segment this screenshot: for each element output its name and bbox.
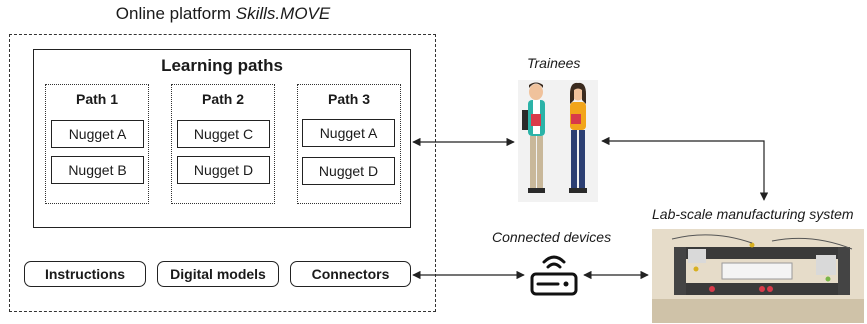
instructions-module[interactable]: Instructions	[24, 261, 146, 287]
lab-system-label: Lab-scale manufacturing system	[652, 206, 854, 222]
path-1-title: Path 1	[75, 91, 118, 107]
path-2-box	[171, 84, 275, 204]
platform-title-prefix: Online platform	[115, 4, 236, 23]
learning-paths-box	[33, 49, 411, 228]
path-3-nugget-a[interactable]: Nugget A	[302, 119, 395, 147]
path-2-title: Path 2	[201, 91, 244, 107]
connected-devices-label: Connected devices	[492, 229, 612, 245]
path-1-nugget-a[interactable]: Nugget A	[51, 120, 144, 148]
path-1-nugget-b[interactable]: Nugget B	[51, 156, 144, 184]
path-3-title: Path 3	[327, 91, 370, 107]
lab-system-photo	[652, 229, 864, 323]
female-trainee-icon	[569, 82, 587, 193]
connectors-module[interactable]: Connectors	[290, 261, 411, 287]
path-2-nugget-d[interactable]: Nugget D	[177, 156, 270, 184]
lab-system-image	[652, 229, 864, 323]
path-2-nugget-c[interactable]: Nugget C	[177, 120, 270, 148]
path-3-box	[297, 84, 401, 204]
trainees-illustration	[518, 80, 598, 202]
trainees-label: Trainees	[527, 55, 581, 71]
trainees-figures	[522, 82, 587, 193]
path-3-nugget-d[interactable]: Nugget D	[302, 157, 395, 185]
router-icon	[530, 255, 578, 296]
platform-name: Skills.MOVE	[235, 4, 331, 23]
male-trainee-icon	[522, 82, 545, 193]
digital-models-module[interactable]: Digital models	[157, 261, 279, 287]
path-1-box	[45, 84, 149, 204]
platform-title: Online platform Skills.MOVE	[0, 4, 446, 24]
learning-paths-title: Learning paths	[161, 56, 283, 75]
arrow-trainees-lab	[601, 136, 769, 201]
platform-boundary	[9, 34, 436, 312]
